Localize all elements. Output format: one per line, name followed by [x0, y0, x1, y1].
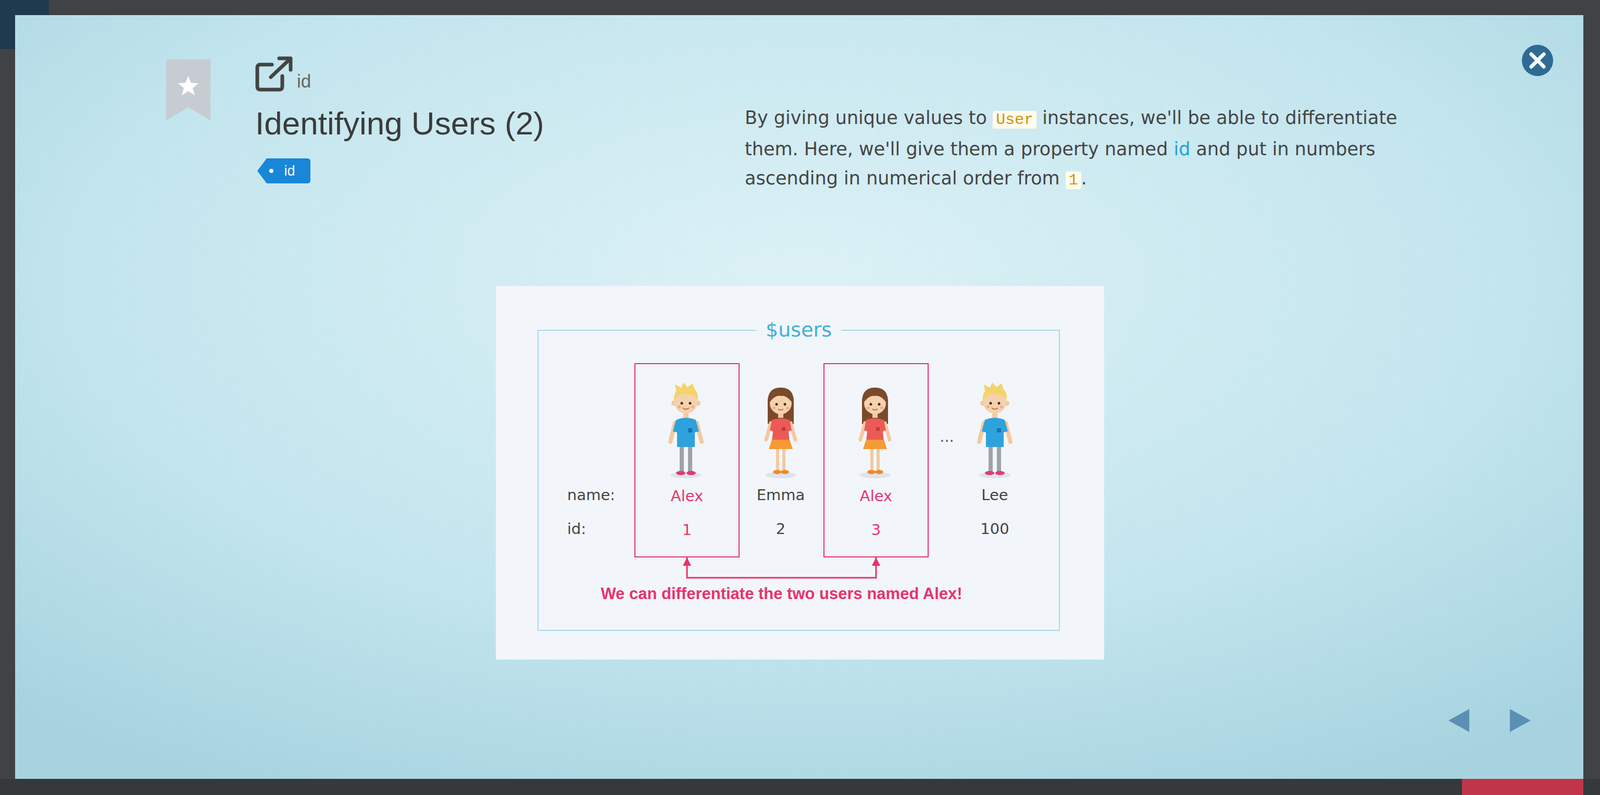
tag-label: id — [283, 161, 295, 181]
bracket-arrow — [686, 557, 877, 578]
girl-figure — [765, 387, 797, 479]
highlight-box: Alex 1 — [634, 363, 740, 558]
tag-shape — [257, 158, 311, 184]
description-paragraph: By giving unique values to User instance… — [744, 103, 1422, 195]
ellipsis: ... — [939, 426, 955, 447]
edge-label: We can differentiate the two users named… — [600, 583, 962, 605]
container-heading: $users — [756, 317, 842, 342]
bottom-strip — [0, 778, 1600, 795]
user-id: 1 — [635, 519, 739, 541]
girl-figure — [859, 387, 891, 479]
inline-code: 1 — [1065, 171, 1082, 190]
external-link-icon — [257, 58, 291, 90]
close-button — [1521, 44, 1554, 77]
inline-code: User — [992, 110, 1037, 129]
diagram-panel — [495, 285, 1105, 660]
slide-title: Identifying Users (2) — [255, 102, 545, 145]
contact-bar — [1461, 778, 1584, 795]
user-id: 3 — [824, 519, 928, 541]
highlight-box: Alex 3 — [823, 363, 929, 558]
modal-panel — [15, 15, 1584, 779]
prev-arrow — [1448, 708, 1470, 732]
paragraph-text: . — [1081, 167, 1087, 189]
paragraph-text: By giving unique values to — [744, 107, 993, 129]
boy-figure — [979, 382, 1011, 479]
property-name: id — [1173, 138, 1191, 160]
user-id: 2 — [776, 518, 786, 540]
user-name: Alex — [635, 485, 739, 507]
user-id: 100 — [980, 518, 1009, 540]
bookmark-icon — [166, 59, 211, 121]
user-name: Alex — [824, 485, 928, 507]
row-label: id: — [567, 518, 586, 540]
next-arrow — [1509, 708, 1531, 732]
user-name: Lee — [981, 484, 1008, 506]
boy-figure — [670, 382, 702, 479]
user-name: Emma — [756, 484, 806, 506]
icon-caption: id — [296, 70, 311, 92]
row-label: name: — [567, 484, 616, 506]
